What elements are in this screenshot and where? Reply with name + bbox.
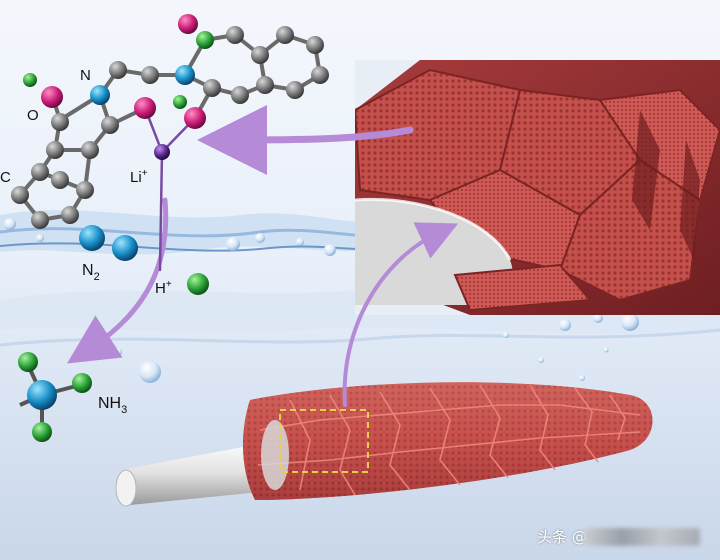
zoomed-fiber-panel	[355, 60, 720, 315]
label-h-ion: H+	[155, 279, 172, 297]
atom-hydrogen	[173, 95, 187, 109]
h-ion	[187, 273, 209, 295]
atom-oxygen	[41, 86, 63, 108]
nh3-molecule	[18, 352, 92, 442]
n2-molecule	[79, 225, 138, 261]
atom-carbon	[31, 211, 49, 229]
atom-carbon	[251, 46, 269, 64]
atom-carbon	[231, 86, 249, 104]
atom-carbon	[109, 61, 127, 79]
atom-carbon	[276, 26, 294, 44]
atom-carbon	[51, 113, 69, 131]
molecule-atoms	[11, 14, 329, 229]
atom-hydrogen	[23, 73, 37, 87]
atom-carbon	[51, 171, 69, 189]
atom-lithium	[154, 144, 170, 160]
atom-carbon	[46, 141, 64, 159]
arrows	[66, 104, 459, 407]
label-carbon: C	[0, 169, 11, 186]
atom-carbon	[76, 181, 94, 199]
arrow-to-ammonia	[66, 197, 169, 364]
atom-carbon	[286, 81, 304, 99]
arrow-to-molecule	[197, 104, 414, 175]
label-n2: N2	[82, 262, 100, 283]
arrow-to-zoom	[342, 222, 459, 407]
fiber	[115, 382, 653, 507]
atom-carbon	[311, 66, 329, 84]
atom-nitrogen	[175, 65, 195, 85]
atom-carbon	[61, 206, 79, 224]
water-droplets	[4, 218, 639, 383]
label-oxygen: O	[27, 107, 39, 124]
atom-carbon	[11, 186, 29, 204]
zoom-region-box	[279, 409, 369, 473]
atom-carbon	[81, 141, 99, 159]
atom-hydrogen	[196, 31, 214, 49]
atom-carbon	[101, 116, 119, 134]
atom-oxygen	[184, 107, 206, 129]
atom-carbon	[31, 163, 49, 181]
label-nitrogen: N	[80, 67, 91, 84]
atom-carbon	[256, 76, 274, 94]
label-lithium: Li+	[130, 168, 148, 186]
atom-nitrogen	[90, 85, 110, 105]
atom-carbon	[203, 79, 221, 97]
atom-carbon	[226, 26, 244, 44]
atom-carbon	[306, 36, 324, 54]
watermark-blurred-handle	[584, 528, 700, 546]
watermark-text: 头条 @	[537, 528, 587, 546]
label-nh3: NH3	[98, 395, 127, 416]
atom-oxygen	[178, 14, 198, 34]
atom-oxygen	[134, 97, 156, 119]
atom-carbon	[141, 66, 159, 84]
